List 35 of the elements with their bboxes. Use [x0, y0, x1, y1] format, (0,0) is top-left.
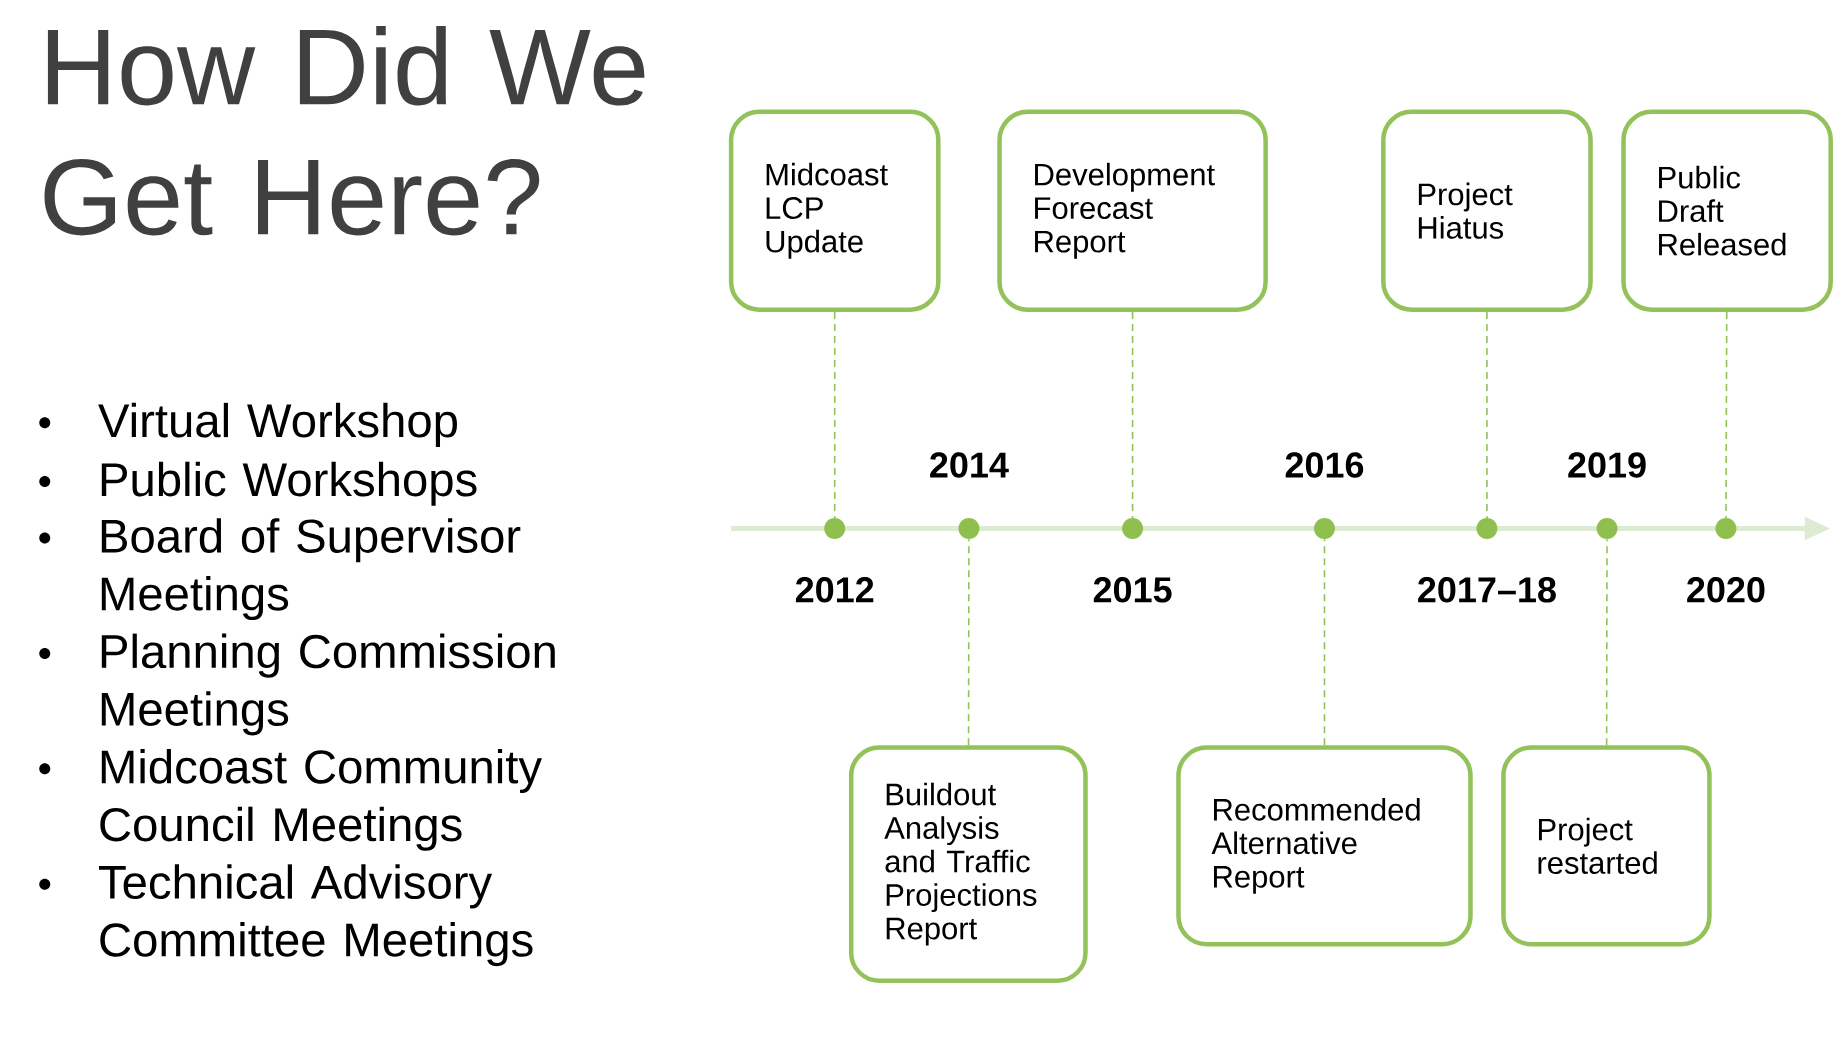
bullet-item: Board of Supervisor Meetings — [39, 518, 521, 620]
year-label: 2014 — [930, 452, 1009, 478]
timeline-dot — [1715, 518, 1737, 540]
timeline-dot — [1476, 518, 1498, 540]
event-box: Recommended Alternative Report — [1176, 745, 1473, 947]
title: How Did We Get Here? — [44, 26, 645, 236]
bullet-item: Planning Commission Meetings — [39, 633, 555, 736]
bullet-item: Public Workshops — [39, 461, 477, 506]
bullet-item: Technical Advisory Committee Meetings — [39, 864, 533, 967]
year-label: 2020 — [1687, 577, 1765, 603]
connector-line — [1486, 311, 1488, 519]
bullet-item: Virtual Workshop — [39, 402, 457, 447]
event-box: Midcoast LCP Update — [728, 109, 941, 312]
year-label: 2016 — [1285, 452, 1364, 478]
connector-line — [1605, 538, 1608, 747]
event-box: Public Draft Released — [1621, 109, 1833, 312]
connector-line — [833, 311, 836, 519]
connector-line — [1323, 538, 1326, 747]
year-label: 2019 — [1568, 452, 1646, 478]
bullet-item: Midcoast Community Council Meetings — [39, 748, 542, 851]
year-label: 2012 — [795, 577, 874, 603]
timeline-dot — [1596, 518, 1618, 540]
timeline-dot — [1313, 518, 1335, 540]
event-box: Project Hiatus — [1381, 109, 1593, 312]
event-box: Project restarted — [1501, 745, 1712, 947]
event-box: Development Forecast Report — [997, 109, 1268, 312]
connector-line — [967, 538, 970, 747]
timeline-dot — [958, 518, 980, 540]
connector-line — [1131, 311, 1134, 519]
year-label: 2015 — [1093, 577, 1172, 603]
connector-line — [1725, 311, 1728, 519]
timeline-dot — [1122, 518, 1144, 540]
timeline-dot — [824, 518, 846, 540]
year-label: 2017–18 — [1418, 577, 1556, 603]
event-box: Buildout Analysis and Traffic Projections Report — [848, 745, 1088, 983]
